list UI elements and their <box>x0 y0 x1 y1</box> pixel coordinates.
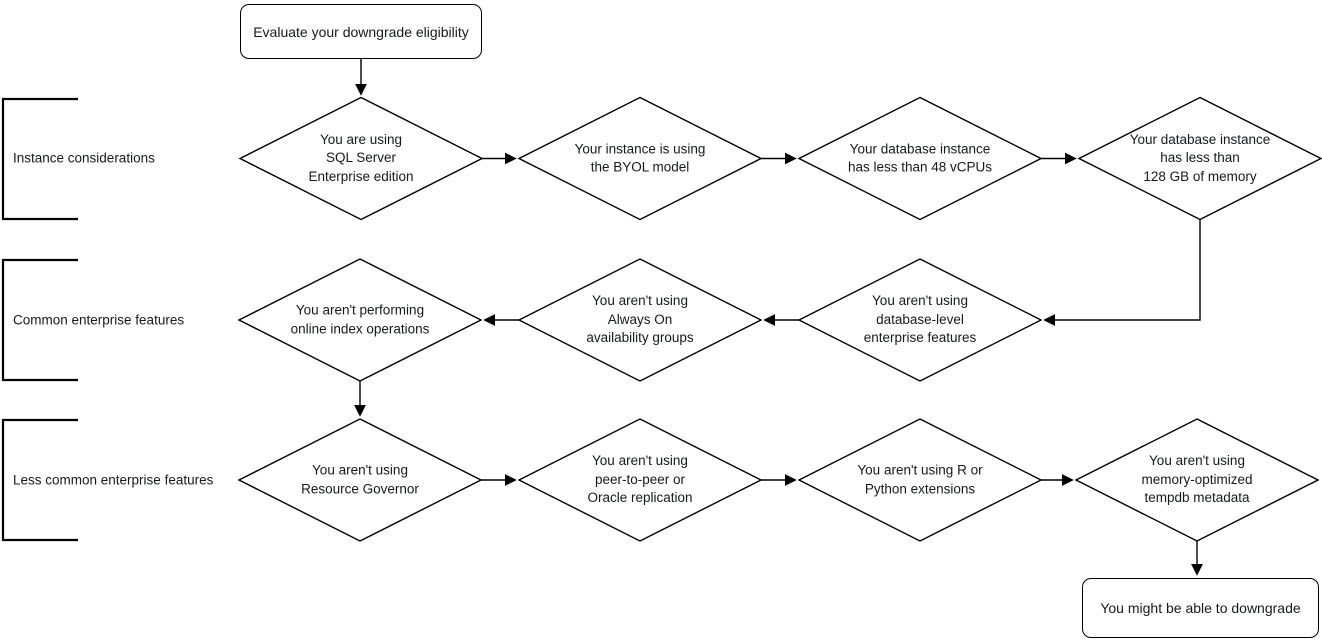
decision-text-database-level-features: You aren't using database-level enterpri… <box>863 293 977 346</box>
group-label-instance-considerations: Instance considerations <box>13 150 155 166</box>
group-label-common-enterprise-features: Common enterprise features <box>13 312 185 328</box>
decision-text-48-vcpus: Your database instance has less than 48 … <box>847 140 993 175</box>
decision-text-online-index-operations: You aren't performing online index opera… <box>290 302 430 336</box>
decision-text-resource-governor: You aren't using Resource Governor <box>301 462 419 496</box>
bracket-common-enterprise-features <box>1 258 78 382</box>
decision-shapes <box>237 96 1322 542</box>
diamond-48-vcpus <box>797 96 1043 221</box>
start-node: Evaluate your downgrade eligibility <box>240 4 482 59</box>
diamond-resource-governor <box>237 418 483 542</box>
decision-text-r-python-extensions: You aren't using R or Python extensions <box>857 462 983 496</box>
decision-text-enterprise-edition: You are using SQL Server Enterprise edit… <box>308 131 414 184</box>
bracket-instance-considerations <box>1 97 78 221</box>
end-node: You might be able to downgrade <box>1082 578 1319 638</box>
decision-text-always-on: You aren't using Always On availability … <box>586 293 694 346</box>
bracket-less-common-enterprise-features <box>1 418 78 542</box>
decision-text-byol-model: Your instance is using the BYOL model <box>574 140 706 175</box>
diamond-database-level-features <box>797 258 1043 382</box>
decision-text-128gb-memory: Your database instance has less than 128… <box>1129 131 1271 184</box>
diamond-always-on <box>517 258 763 382</box>
start-node-label: Evaluate your downgrade eligibility <box>253 23 469 40</box>
group-brackets <box>1 97 78 542</box>
diamond-enterprise-edition <box>238 96 484 221</box>
diamond-r-python-extensions <box>797 418 1043 542</box>
diamond-byol-model <box>517 96 763 221</box>
diamond-replication <box>517 418 763 542</box>
group-label-less-common-enterprise-features: Less common enterprise features <box>13 472 214 488</box>
decision-text-tempdb-metadata: You aren't using memory-optimized tempdb… <box>1141 453 1253 506</box>
arrow-row1-to-row2 <box>1043 219 1201 326</box>
connector-arrows <box>354 59 1203 576</box>
end-node-label: You might be able to downgrade <box>1100 600 1301 616</box>
decision-text-replication: You aren't using peer-to-peer or Oracle … <box>587 453 693 506</box>
